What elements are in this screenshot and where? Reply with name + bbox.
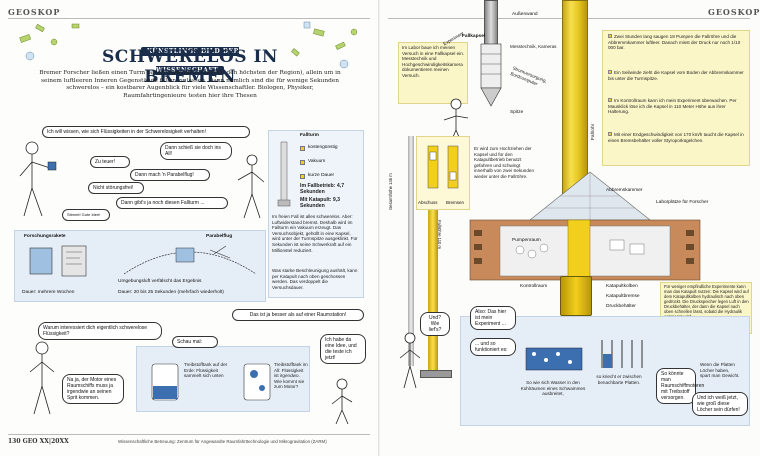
comic-r-question: Und? Wie lief's?	[420, 312, 450, 336]
control-room-label: Kontrollraum	[520, 284, 548, 289]
launch-label: Abschuss	[418, 200, 438, 205]
check-icon-3	[300, 174, 305, 179]
comic-r-answer-1: Also: Das hier ist mein Experiment ...	[470, 306, 516, 330]
speech-bubble-reply-1: Dann schieß sie doch ins All!	[160, 142, 232, 160]
fact-4: Mit einer Endgeschwindigkeit von 170 km/…	[608, 132, 744, 143]
fallturm-description: Im freien Fall ist alles schwerelos. Abe…	[272, 214, 358, 253]
rocket-duration: Dauer: mehrere Wochen	[22, 290, 75, 295]
article-title: SCHWERELOS IN BREMEN	[102, 47, 278, 87]
braking-chamber-label: Abbremskammer	[606, 188, 643, 193]
left-page: GEOSKOP KÜNSTLINGS BILD DER WISSENSCHAFT…	[8, 7, 370, 445]
tower-height-label: Gesamthöhe 146 m	[388, 173, 393, 210]
tower-thin-left	[408, 136, 414, 366]
facts-panel	[602, 30, 750, 166]
fallrohr-label: Fallrohr	[591, 123, 596, 140]
parabel-duration: Dauer: 20 bis 25 Sekunden (mehrfach wied…	[118, 290, 224, 295]
water-note: So wie sich Wasser in den Kohlräumen ein…	[520, 380, 586, 397]
pressure-vessel-label: Druckbehälter	[606, 304, 636, 309]
speech-bubble-reply-5: Dann gibt's ja noch diesen Fallturm ...	[116, 197, 228, 209]
section-tag-left: GEOSKOP	[8, 7, 61, 17]
fallturm-tower-icon	[277, 141, 291, 207]
sponge-plates-illustration	[525, 347, 583, 371]
fact-3: Im Kontrollraum kann ich mein Experiment…	[608, 98, 737, 115]
launch-brake-illustration	[427, 145, 459, 189]
tank-space-note: Treibstofftank im All: Flüssigkeit ist i…	[274, 362, 308, 390]
lab-spaces-label: Laborplätze für Forscher	[656, 200, 709, 205]
capsule-shaft	[484, 0, 498, 46]
weight-note: Wenn die Platten Löcher haben, spart man…	[700, 362, 740, 379]
comic-question-bubble: Warum interessiert dich eigentlich schwe…	[38, 322, 162, 340]
launch-brake-panel	[416, 136, 470, 210]
fallturm-pro-3: kurze Dauer	[308, 173, 335, 178]
capsule-tip-label: Spitze	[510, 110, 524, 115]
catapult-brake-label: Katapultbremse	[606, 294, 640, 299]
researcher-figure-top	[443, 98, 469, 145]
header-rule-left	[8, 18, 370, 19]
catapult-note: Er wird zum Hochziehen der Kapsel und fü…	[474, 146, 535, 179]
comic-figure-2	[331, 378, 353, 425]
fact-1: Zwei Stunden lang saugen 18 Pumpen die F…	[608, 34, 741, 51]
check-icon-2	[300, 160, 305, 165]
tank-earth-note: Treibstofftank auf der Erde: Flüssigkeit…	[184, 362, 228, 379]
station-note-bubble: Das ist ja besser als auf einer Raumstat…	[232, 309, 364, 321]
speech-bubble-reply-3: Dann mach 'n Parabelflug!	[130, 169, 210, 181]
fallturm-pro-2: Vakuum	[308, 159, 326, 164]
tube-height-label: Fallröhre 110 m	[437, 220, 442, 250]
scientist-figure-left	[19, 141, 57, 217]
parabel-flight-illustration	[123, 245, 257, 275]
tower-thin-yellow	[428, 150, 438, 370]
outer-wall-label: Außenwand	[512, 12, 538, 17]
kicker-wrap: KÜNSTLINGS BILD DER WISSENSCHAFT	[120, 38, 260, 76]
article-intro: Bremer Forscher ließen einen Turm bauen …	[39, 70, 341, 99]
right-page: GEOSKOP Fallrohr Außenwand Fallkapsel Me…	[380, 0, 760, 456]
rocket-illustration	[29, 245, 87, 277]
comic-look-bubble: Schau mal:	[172, 336, 218, 348]
parabel-label: Parabelflug	[206, 234, 233, 239]
tower-base	[420, 370, 452, 378]
capsule-power-label: Stromversorgung, Bordcomputer	[509, 65, 548, 87]
check-icon-1	[300, 146, 305, 151]
drop-tower-building-illustration	[469, 171, 701, 281]
comic-r-answer-2: ... und so funktioniert es:	[470, 338, 516, 356]
catapult-side-note: Für weniger empfindliche Experimente kan…	[664, 284, 749, 319]
fact-2: Ein Seilwinde zieht die Kapsel vom Boden…	[608, 70, 744, 81]
experiment-note-panel	[398, 42, 468, 104]
rocket-label: Forschungsrakete	[24, 234, 66, 239]
plates-illustration	[601, 340, 643, 368]
catapult-piston-label: Katapultkolben	[606, 284, 638, 289]
page-number: 130 GEO XX|20XX	[8, 438, 69, 445]
footer-rule-left	[8, 434, 370, 435]
experiment-note: Im Labor baue ich meinen Versuch in eine…	[402, 45, 465, 78]
section-tag-right: GEOSKOP	[708, 7, 760, 17]
fallturm-time-2: Mit Katapult: 9,3 Sekunden	[300, 197, 341, 209]
brake-label: Bremsen	[446, 200, 465, 205]
fallturm-pro-1: kostengünstig	[308, 145, 338, 150]
speech-bubble-question: Ich will wissen, wie sich Flüssigkeiten …	[42, 126, 250, 138]
speech-bubble-reply-6: Stimmt! Gute Idee!	[62, 209, 110, 221]
capsule-illustration	[480, 43, 502, 107]
footer-credit: Wissenschaftliche Betreuung: Zentrum für…	[118, 439, 327, 444]
comic-r-conclusion: So könnte man Raumschiffmotoren mit Trei…	[656, 368, 704, 404]
comic-idea-bubble: Ich habe da eine Idee, und die teste ich…	[320, 334, 366, 364]
scientist-figure-right	[237, 154, 265, 219]
methods-panel	[14, 230, 266, 302]
fallturm-time-1: Im Fallbetrieb: 4,7 Sekunden	[300, 183, 345, 195]
catapult-cylinder	[560, 276, 592, 316]
capsule-tech-label: Messtechnik, Kameras	[510, 44, 557, 49]
fallturm-label: Fallturm	[300, 133, 319, 138]
capsule-label: Fallkapsel	[462, 34, 486, 39]
comic-answer-bubble: Na ja, der Motor eines Raumschiffs muss …	[62, 374, 124, 404]
pump-room-label: Pumpenraum	[512, 238, 541, 243]
environment-note: Umgebungsluft verfälscht das Ergebnis	[118, 279, 202, 284]
comic-figure-1	[29, 341, 55, 415]
comic-r-last: Und ich weiß jetzt, wie groß diese Löche…	[692, 392, 748, 416]
comic-r-figure-1	[399, 332, 421, 389]
fuel-tank-illustration	[151, 363, 271, 401]
plates-note: so kriecht er zwischen benachbarte Platt…	[596, 374, 642, 385]
speech-bubble-reply-4: Nicht störungsfrei!	[88, 182, 144, 194]
speech-bubble-reply-2: Zu teuer!	[90, 156, 130, 168]
floating-objects-illustration	[19, 21, 358, 69]
fallturm-description-2: Was starke Beschleunigung aushält, kann …	[272, 268, 358, 290]
